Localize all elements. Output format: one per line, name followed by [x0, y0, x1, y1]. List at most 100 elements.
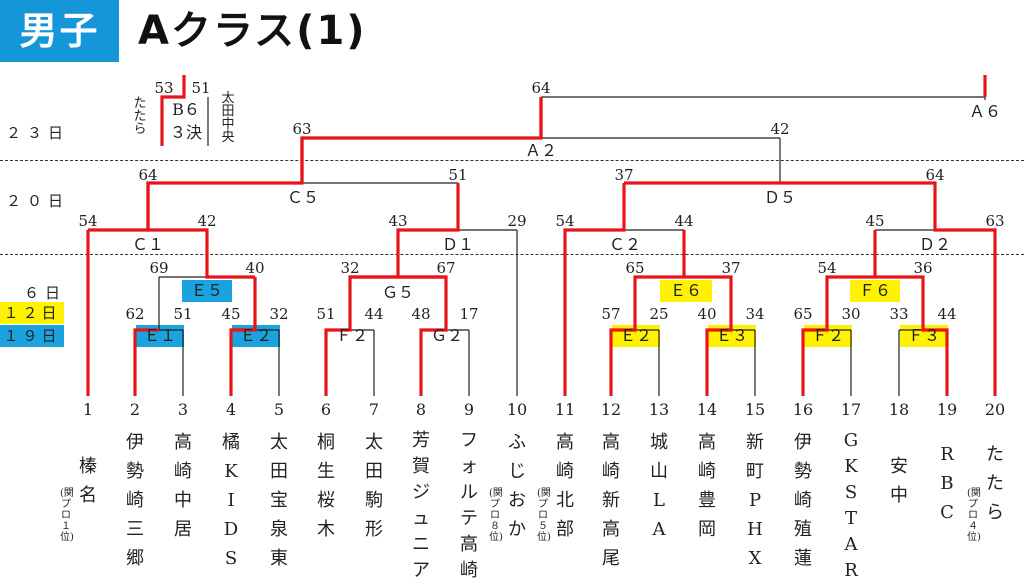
badge-F6 — [850, 280, 900, 302]
team-name: 城 山 L A — [650, 432, 668, 540]
score-F2L-left: 51 — [316, 305, 336, 323]
legend-score-left: 53 — [154, 79, 174, 97]
divider-20-6 — [0, 254, 1024, 255]
score-C5-right: 51 — [448, 166, 468, 184]
legend-code: B６ — [172, 100, 200, 119]
team-note: (関プロ４位) — [967, 488, 981, 543]
score-G2-left: 48 — [411, 305, 431, 323]
team-number: 4 — [225, 400, 237, 419]
team-number: 15 — [744, 400, 766, 419]
divider-23-20 — [0, 160, 1024, 161]
code-E2-right: Ｅ２ — [619, 326, 652, 345]
score-C1-right: 42 — [197, 212, 217, 230]
team-name: 桐 生 桜 木 — [317, 432, 335, 540]
team-name: 高 崎 北 部 — [556, 432, 574, 540]
team-name: 太 田 宝 泉 東 — [270, 432, 288, 569]
team-number: 9 — [463, 400, 475, 419]
score-G5-left: 32 — [340, 259, 360, 277]
score-E5-left: 69 — [149, 259, 169, 277]
team-name: 高 崎 中 居 — [174, 432, 192, 540]
code-G5: Ｇ５ — [381, 283, 414, 302]
team-number: 1 — [82, 400, 94, 419]
score-E5-right: 40 — [245, 259, 265, 277]
day-label-20: ２０日 — [6, 192, 70, 210]
day-label-6: ６日 — [24, 284, 67, 302]
score-D2-right: 63 — [985, 212, 1005, 230]
score-G5-right: 67 — [436, 259, 456, 277]
team-note: (関プロ８位) — [489, 488, 503, 543]
team-name: 安 中 — [890, 456, 908, 506]
team-number: 2 — [129, 400, 141, 419]
team-number: 14 — [696, 400, 718, 419]
code-E1: Ｅ１ — [143, 326, 176, 345]
score-F3-right: 44 — [937, 305, 957, 323]
score-C2-right: 44 — [674, 212, 694, 230]
legend-team-right: 太田中央 — [221, 91, 235, 145]
code-G2: Ｇ２ — [430, 326, 463, 345]
team-number: 7 — [368, 400, 380, 419]
code-D5: Ｄ５ — [763, 188, 796, 207]
score-E2L-left: 45 — [221, 305, 241, 323]
team-number: 5 — [273, 400, 285, 419]
code-D2: Ｄ２ — [918, 235, 951, 254]
team-name: R B C — [940, 444, 954, 523]
score-D2-left: 45 — [865, 212, 885, 230]
score-D1-right: 29 — [507, 212, 527, 230]
team-number: 17 — [840, 400, 862, 419]
team-name: 太 田 駒 形 — [365, 432, 383, 540]
code-F3: Ｆ３ — [907, 326, 940, 345]
bracket-red-lines — [86, 75, 997, 396]
code-C5: Ｃ５ — [286, 188, 319, 207]
team-name: 橘 K I D S — [222, 432, 240, 569]
team-number: 11 — [554, 400, 576, 419]
team-number: 16 — [792, 400, 814, 419]
legend-score-right: 51 — [191, 79, 211, 97]
team-number: 18 — [888, 400, 910, 419]
team-name: 伊 勢 崎 三 郷 — [126, 432, 144, 569]
code-C2: Ｃ２ — [608, 235, 641, 254]
badge-E5 — [182, 280, 232, 302]
score-F3-left: 33 — [889, 305, 909, 323]
day-label-23: ２３日 — [6, 124, 70, 142]
code-F6: Ｆ６ — [858, 281, 891, 300]
score-E2R-right: 25 — [649, 305, 669, 323]
team-number: 3 — [177, 400, 189, 419]
team-number: 20 — [984, 400, 1006, 419]
score-E6-right: 37 — [721, 259, 741, 277]
score-F2R-right: 30 — [841, 305, 861, 323]
score-E2L-right: 32 — [269, 305, 289, 323]
score-E6-left: 65 — [625, 259, 645, 277]
score-G2-right: 17 — [459, 305, 479, 323]
score-E1-left: 62 — [125, 305, 145, 323]
score-E1-right: 51 — [173, 305, 193, 323]
team-name: 新 町 P H X — [746, 432, 764, 569]
code-C1: Ｃ１ — [131, 235, 164, 254]
team-number: 13 — [648, 400, 670, 419]
score-C5-left: 64 — [138, 166, 158, 184]
team-name: ふ じ お か — [508, 432, 526, 540]
team-number: 8 — [415, 400, 427, 419]
code-E3: Ｅ３ — [715, 326, 748, 345]
team-number: 6 — [320, 400, 332, 419]
team-name: た た ら — [986, 444, 1004, 523]
score-C2-left: 54 — [555, 212, 575, 230]
code-E2-left: Ｅ２ — [239, 326, 272, 345]
team-note: (関プロ１位) — [60, 488, 74, 543]
team-name: 芳 賀 ジ ュ ニ ア — [412, 430, 430, 581]
code-A2: Ａ２ — [524, 141, 557, 160]
team-name: 高 崎 豊 岡 — [698, 432, 716, 540]
score-F6-right: 36 — [913, 259, 933, 277]
score-A2-right: 42 — [770, 120, 790, 138]
code-A6: Ａ６ — [968, 102, 1001, 121]
score-E2R-left: 57 — [601, 305, 621, 323]
day-label-19: １９日 — [0, 325, 64, 347]
team-number: 10 — [506, 400, 528, 419]
division-badge: 男子 — [0, 0, 119, 62]
code-E5: Ｅ５ — [190, 281, 223, 300]
code-E6: Ｅ６ — [669, 281, 702, 300]
team-note: (関プロ５位) — [537, 488, 551, 543]
score-E3-left: 40 — [697, 305, 717, 323]
team-name: G K S T A R — [843, 430, 859, 581]
code-F2-left: Ｆ２ — [335, 326, 368, 345]
